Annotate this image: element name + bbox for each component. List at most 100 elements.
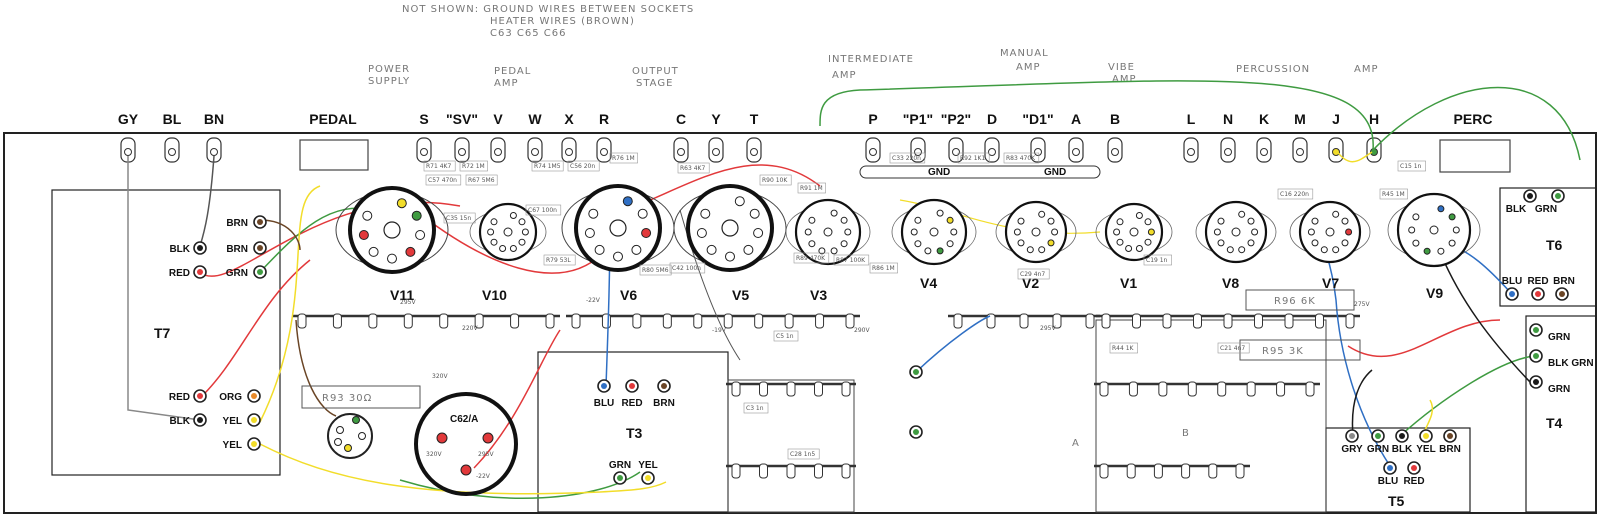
component-outline: [743, 402, 769, 414]
wire-terminal-label: BLK: [1392, 444, 1413, 455]
capacitor-c62a: C62/A 320V 295V -22V: [414, 392, 518, 496]
tube-pin: [1217, 239, 1225, 247]
wire-terminal: BLK: [169, 413, 207, 427]
wire-terminal-dot: [1533, 379, 1539, 385]
tube-pin: [1135, 212, 1143, 219]
component-outline: [869, 262, 898, 274]
wire-terminal-dot: [661, 383, 667, 389]
tube-pin: [950, 228, 958, 236]
component-label: R63 4K7: [680, 165, 705, 172]
terminal-lug-hole: [420, 148, 428, 156]
terminal-lug-hole: [1332, 148, 1340, 156]
tube-pin: [499, 245, 507, 252]
tube-pin: [1311, 239, 1319, 247]
voltage-5: -19V: [712, 327, 727, 334]
wiring: [127, 80, 1581, 499]
wire-green-2: [819, 80, 1374, 151]
wire-terminal-dot: [1387, 465, 1393, 471]
component-outline: [793, 252, 830, 264]
wire-terminal-dot: [1375, 433, 1381, 439]
tube-pin: [594, 244, 605, 255]
terminal-d1: "D1": [1022, 111, 1053, 127]
tube-socket-key: [609, 219, 627, 237]
tube-pin: [1448, 239, 1456, 247]
terminal-lugs: [120, 137, 1382, 163]
terminal-lug-hole: [677, 148, 685, 156]
wire-terminal: GRY: [1341, 429, 1363, 455]
terminal-lug-hole: [869, 148, 877, 156]
terminal-p1: "P1": [903, 111, 933, 127]
tube-pin: [1408, 226, 1416, 234]
tube-socket-key: [721, 219, 739, 237]
tube-pin: [1238, 246, 1246, 254]
tube-pin: [696, 228, 707, 238]
tube-pin: [518, 238, 526, 246]
section-pedal-amp-2: AMP: [494, 78, 519, 89]
tube-pin: [1437, 247, 1445, 255]
tube-label-v10: V10: [482, 287, 507, 303]
voltage-8: 290V: [854, 327, 870, 334]
wire-terminal: YEL: [223, 437, 261, 451]
tube-pin: [1026, 246, 1034, 254]
terminal-k: K: [1259, 111, 1269, 127]
component-label: C42 100n: [672, 265, 701, 272]
tube-pin: [1125, 245, 1133, 252]
terminal-strip-lug: [1158, 381, 1168, 397]
tube-pin: [840, 240, 848, 248]
terminal-strip-lug: [815, 313, 825, 329]
tube-socket-key: [383, 221, 401, 239]
tube-label-v6: V6: [620, 287, 637, 303]
component-label: C57 470n: [428, 177, 457, 184]
tube-pin: [1217, 217, 1225, 225]
terminal-strip-lug: [1305, 381, 1315, 397]
wire-terminal-label: RED: [169, 392, 190, 403]
terminal-lug-hole: [168, 148, 176, 156]
wire-black-2: [1351, 369, 1373, 437]
wire-terminal-dot: [913, 429, 919, 435]
rectifier-socket-body: [327, 413, 373, 459]
terminal-strip-lug: [723, 313, 733, 329]
wire-terminal: ORG: [219, 389, 261, 403]
wire-terminal-dot: [1411, 465, 1417, 471]
sub-board-1: [727, 379, 855, 513]
wire-terminal-dot: [1559, 291, 1565, 297]
component-outline: [1277, 188, 1314, 200]
wire-terminal: BLU: [1378, 461, 1398, 487]
wire-terminal: BLU: [1502, 276, 1522, 301]
wire-terminal: YEL: [638, 460, 658, 485]
component-label: C35 15n: [446, 215, 471, 222]
component-outline: [889, 152, 926, 164]
wire-terminal-label: BRN: [653, 398, 675, 409]
terminal-lug-hole: [914, 148, 922, 156]
terminal-strip-lug: [1284, 313, 1294, 329]
section-manual-amp-2: AMP: [1016, 62, 1041, 73]
wire-black-1: [1439, 251, 1531, 383]
wire-terminal-dot: [1399, 433, 1405, 439]
wire-terminal-label: RED: [1527, 276, 1548, 287]
tube-socket-key: [929, 227, 939, 237]
wire-terminal-dot: [629, 383, 635, 389]
rectifier-pin-1: [352, 416, 360, 424]
terminal-strip-lug: [439, 313, 449, 329]
terminal-strip-lug: [571, 313, 581, 329]
note-line-2: HEATER WIRES (BROWN): [490, 16, 635, 27]
transformer-t7: [51, 189, 281, 476]
tube-pin: [1213, 228, 1221, 236]
terminal-strip-lug: [474, 313, 484, 329]
tube-pin: [387, 253, 397, 264]
rectifier-pin-2: [336, 426, 344, 434]
tube-pin: [749, 208, 760, 219]
wire-terminal-label: YEL: [223, 440, 242, 451]
terminal-strip-lug: [786, 463, 796, 479]
terminal-strip-lug: [1099, 381, 1109, 397]
component-label: R86 1M: [872, 265, 895, 272]
wire-terminal-dot: [1423, 433, 1429, 439]
component-label: R67 5M6: [468, 177, 495, 184]
wire-terminal-dot: [1555, 193, 1561, 199]
wire-terminal-dot: [1447, 433, 1453, 439]
component-outline: [543, 254, 576, 266]
rectifier-pin-3: [358, 432, 366, 440]
tube-pin: [490, 238, 498, 246]
rectifier-socket: [327, 413, 373, 459]
component-label: C3 1n: [746, 405, 764, 412]
